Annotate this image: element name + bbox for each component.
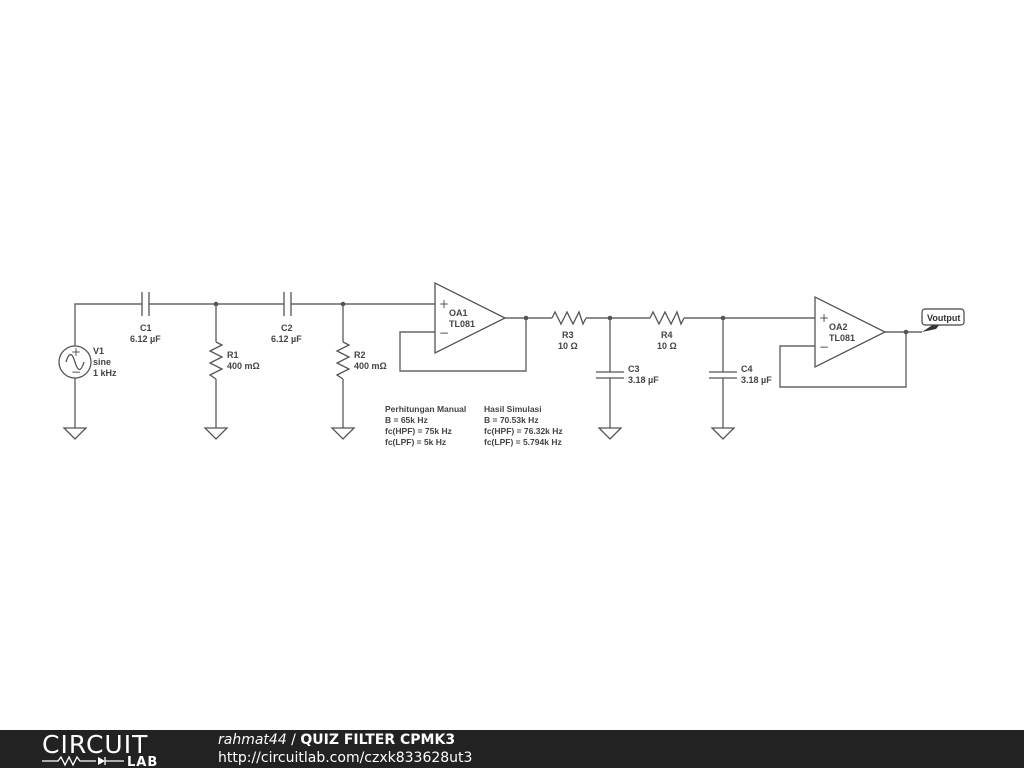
project-name[interactable]: QUIZ FILTER CPMK3 xyxy=(300,732,456,748)
resistor-logo-icon xyxy=(42,755,96,767)
capacitor-c1: C1 6.12 µF xyxy=(130,292,161,344)
resistor-zigzag-icon xyxy=(335,341,351,380)
ground-icon xyxy=(62,427,88,440)
notes-manual: Perhitungan Manual B = 65k Hz fc(HPF) = … xyxy=(385,404,466,447)
ground-icon xyxy=(710,427,736,440)
project-url[interactable]: http://circuitlab.com/czxk833628ut3 xyxy=(218,750,473,766)
r1-ref: R1 xyxy=(227,350,239,360)
c2-ref: C2 xyxy=(281,323,293,333)
r3-ref: R3 xyxy=(562,330,574,340)
grounds xyxy=(62,427,736,440)
resistor-r2: R2 400 mΩ xyxy=(335,341,387,380)
notes-simulation-title: Hasil Simulasi xyxy=(484,404,542,414)
output-tag: Voutput xyxy=(921,308,965,332)
wires xyxy=(74,303,922,428)
notes-simulation-line: B = 70.53k Hz xyxy=(484,415,539,425)
svg-text:−: − xyxy=(71,365,81,379)
r3-value: 10 Ω xyxy=(558,341,578,351)
junction-dots xyxy=(213,301,909,335)
oa2-part: TL081 xyxy=(829,333,855,343)
r4-ref: R4 xyxy=(661,330,673,340)
capacitor-c3: C3 3.18 µF xyxy=(596,364,659,385)
oa1-ref: OA1 xyxy=(449,308,468,318)
r2-ref: R2 xyxy=(354,350,366,360)
c2-value: 6.12 µF xyxy=(271,334,302,344)
ground-icon xyxy=(597,427,623,440)
logo-bottom-text: LAB xyxy=(127,755,158,768)
resistor-zigzag-icon xyxy=(649,310,685,326)
notes-manual-line: B = 65k Hz xyxy=(385,415,428,425)
project-title: rahmat44 / QUIZ FILTER CPMK3 xyxy=(218,732,455,748)
notes-manual-line: fc(HPF) = 75k Hz xyxy=(385,426,452,436)
footer-bar: CIRCUIT LAB rahmat44 / QUIZ FILTER CPMK3… xyxy=(0,730,1024,768)
notes-manual-title: Perhitungan Manual xyxy=(385,404,466,414)
svg-text:−: − xyxy=(439,326,449,340)
opamp-oa2: + − OA2 TL081 xyxy=(814,295,887,369)
r4-value: 10 Ω xyxy=(657,341,677,351)
r1-value: 400 mΩ xyxy=(227,361,260,371)
resistor-zigzag-icon xyxy=(208,341,224,380)
capacitor-c2: C2 6.12 µF xyxy=(271,292,302,344)
circuit-schematic: + − V1 sine 1 kHz C1 6.12 µF C2 6.12 µF … xyxy=(58,281,965,447)
title-separator: / xyxy=(286,732,301,748)
c1-value: 6.12 µF xyxy=(130,334,161,344)
voltage-source-v1: + − V1 sine 1 kHz xyxy=(58,345,117,379)
source-circle-icon xyxy=(58,345,92,379)
opamp-oa1: + − OA1 TL081 xyxy=(434,281,507,355)
resistor-r4: R4 10 Ω xyxy=(649,310,685,351)
resistor-r1: R1 400 mΩ xyxy=(208,341,260,380)
c3-value: 3.18 µF xyxy=(628,375,659,385)
notes-simulation-line: fc(LPF) = 5.794k Hz xyxy=(484,437,562,447)
v1-ref: V1 xyxy=(93,346,104,356)
opamp-triangle-icon xyxy=(814,295,887,369)
ground-icon xyxy=(203,427,229,440)
c4-ref: C4 xyxy=(741,364,753,374)
svg-text:+: + xyxy=(71,345,81,359)
opamp-triangle-icon xyxy=(434,281,507,355)
diode-logo-icon xyxy=(98,757,105,765)
oa1-part: TL081 xyxy=(449,319,475,329)
output-label: Voutput xyxy=(927,313,960,323)
c3-ref: C3 xyxy=(628,364,640,374)
author-link[interactable]: rahmat44 xyxy=(218,732,287,748)
c1-ref: C1 xyxy=(140,323,152,333)
ground-icon xyxy=(330,427,356,440)
oa2-ref: OA2 xyxy=(829,322,848,332)
svg-text:−: − xyxy=(819,340,829,354)
resistor-zigzag-icon xyxy=(551,310,587,326)
c4-value: 3.18 µF xyxy=(741,375,772,385)
notes-manual-line: fc(LPF) = 5k Hz xyxy=(385,437,446,447)
svg-text:+: + xyxy=(819,311,829,325)
v1-type: sine xyxy=(93,357,111,367)
svg-text:+: + xyxy=(439,297,449,311)
notes-simulation: Hasil Simulasi B = 70.53k Hz fc(HPF) = 7… xyxy=(484,404,563,447)
resistor-r3: R3 10 Ω xyxy=(551,310,587,351)
logo-top-text: CIRCUIT xyxy=(42,730,148,759)
r2-value: 400 mΩ xyxy=(354,361,387,371)
notes-simulation-line: fc(HPF) = 76.32k Hz xyxy=(484,426,563,436)
v1-freq: 1 kHz xyxy=(93,368,117,378)
capacitor-c4: C4 3.18 µF xyxy=(709,364,772,385)
circuitlab-logo[interactable]: CIRCUIT LAB xyxy=(40,730,180,768)
